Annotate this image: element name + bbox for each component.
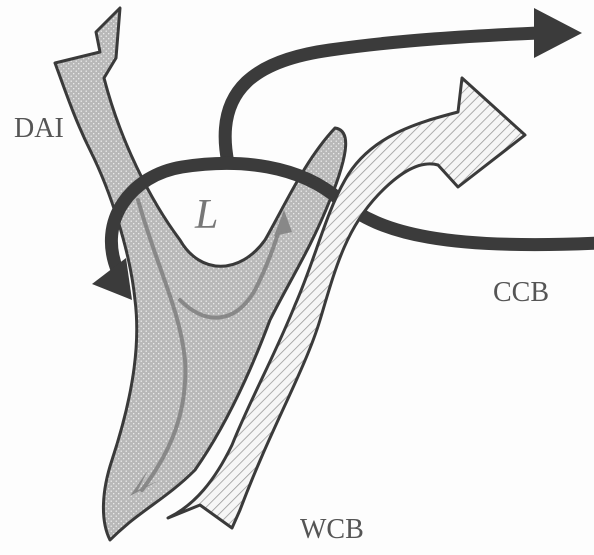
- dry-air-intrusion-stream: [55, 8, 346, 540]
- ccb-label: CCB: [493, 277, 549, 309]
- dai-label: DAI: [14, 113, 64, 145]
- wcb-label: WCB: [300, 514, 364, 546]
- low-pressure-label: L: [195, 191, 218, 239]
- ccb-upper-arrowhead: [534, 8, 582, 58]
